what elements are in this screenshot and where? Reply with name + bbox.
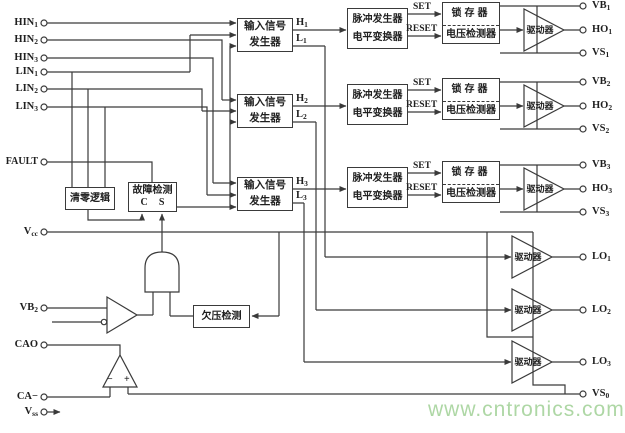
pin-label-lin1: LIN1 bbox=[15, 66, 38, 78]
pulse-generator-level-shifter-1: 脉冲发生器 电平变换器 bbox=[347, 8, 408, 49]
block-label: 输入信号 bbox=[244, 20, 286, 32]
block-label: 脉冲发生器 bbox=[352, 14, 403, 25]
driver-triangle-ho1 bbox=[523, 8, 566, 52]
arrow-wires bbox=[47, 11, 524, 415]
pin-label-vcc: Vcc bbox=[23, 226, 38, 238]
undervoltage-detector-block: 欠压检测 bbox=[193, 305, 250, 328]
comparator-plus-label: + bbox=[124, 374, 130, 385]
driver-label-lo3: 驱动器 bbox=[514, 357, 542, 367]
pin-label-fault: FAULT bbox=[5, 156, 38, 167]
pin-label-hin3: HIN3 bbox=[14, 52, 38, 64]
wire-label-h1: H1 bbox=[296, 17, 308, 29]
and-gate bbox=[144, 251, 180, 293]
input-signal-generator-2: 输入信号 发生器 bbox=[237, 94, 293, 128]
driver-triangles bbox=[100, 8, 566, 388]
power-rails bbox=[532, 6, 566, 394]
fault-s-input-label: S bbox=[158, 196, 165, 208]
inverting-bubble bbox=[100, 318, 108, 326]
driver-label-lo1: 驱动器 bbox=[514, 252, 542, 262]
reset-label-2: RESET bbox=[406, 100, 438, 110]
driver-label-ho2: 驱动器 bbox=[526, 101, 554, 111]
reset-label-3: RESET bbox=[406, 183, 438, 193]
block-label: 脉冲发生器 bbox=[352, 90, 403, 101]
wire-label-l2: L2 bbox=[296, 109, 307, 121]
pin-label-ho2: HO2 bbox=[592, 100, 613, 112]
wire-label-l3: L3 bbox=[296, 190, 307, 202]
clear-logic-block: 清零逻辑 bbox=[65, 187, 115, 210]
latch-voltage-detector-1: 锁存器 电压检测器 bbox=[442, 2, 500, 44]
set-label-1: SET bbox=[413, 2, 431, 12]
block-label: 脉冲发生器 bbox=[352, 173, 403, 184]
block-label: 发生器 bbox=[249, 36, 281, 48]
voltage-detector-label: 电压检测器 bbox=[446, 28, 496, 40]
latch-voltage-detector-3: 锁存器 电压检测器 bbox=[442, 161, 500, 203]
pin-label-vss: Vss bbox=[24, 406, 38, 418]
set-label-2: SET bbox=[413, 78, 431, 88]
comparator-vb2-triangle bbox=[106, 295, 139, 335]
pin-label-lo1: LO1 bbox=[592, 251, 611, 263]
comparator-minus-label: − bbox=[107, 374, 113, 385]
watermark-text: www.cntronics.com bbox=[428, 398, 625, 421]
pin-label-vb3: VB3 bbox=[592, 159, 611, 171]
wire-label-h3: H3 bbox=[296, 176, 308, 188]
latch-label: 锁存器 bbox=[443, 3, 499, 26]
pin-terminals bbox=[40, 2, 587, 416]
block-label: 故障检测 bbox=[132, 185, 173, 196]
fault-detector-block: 故障检测 C S bbox=[128, 182, 177, 212]
pin-label-vb2: VB2 bbox=[592, 76, 611, 88]
pin-label-vs0: VS0 bbox=[592, 388, 610, 400]
current-amp-triangle bbox=[102, 353, 138, 388]
pin-label-vb2-left: VB2 bbox=[19, 302, 38, 314]
driver-triangle-ho2 bbox=[523, 84, 566, 128]
block-label: 输入信号 bbox=[244, 96, 286, 108]
pin-label-vb1: VB1 bbox=[592, 0, 611, 12]
pin-label-lin3: LIN3 bbox=[15, 101, 38, 113]
driver-triangle-lo2 bbox=[511, 288, 554, 332]
block-label: 电平变换器 bbox=[352, 31, 403, 43]
pin-label-vs2: VS2 bbox=[592, 123, 610, 135]
driver-label-lo2: 驱动器 bbox=[514, 305, 542, 315]
pin-label-lo3: LO3 bbox=[592, 356, 611, 368]
pin-label-hin1: HIN1 bbox=[14, 17, 38, 29]
input-signal-generator-3: 输入信号 发生器 bbox=[237, 177, 293, 211]
fault-c-input-label: C bbox=[140, 196, 148, 208]
set-label-3: SET bbox=[413, 161, 431, 171]
pin-label-hin2: HIN2 bbox=[14, 34, 38, 46]
voltage-detector-label: 电压检测器 bbox=[446, 187, 496, 199]
pin-label-lin2: LIN2 bbox=[15, 83, 38, 95]
pin-label-ho3: HO3 bbox=[592, 183, 613, 195]
driver-triangle-lo1 bbox=[511, 235, 554, 279]
block-label: 发生器 bbox=[249, 112, 281, 124]
block-label: 发生器 bbox=[249, 195, 281, 207]
driver-label-ho1: 驱动器 bbox=[526, 25, 554, 35]
pin-label-lo2: LO2 bbox=[592, 304, 611, 316]
pin-label-cao: CAO bbox=[14, 339, 38, 350]
latch-voltage-detector-2: 锁存器 电压检测器 bbox=[442, 78, 500, 120]
driver-triangle-lo3 bbox=[511, 340, 554, 384]
pulse-generator-level-shifter-2: 脉冲发生器 电平变换器 bbox=[347, 84, 408, 125]
pin-label-ca-minus: CA− bbox=[16, 391, 38, 402]
latch-label: 锁存器 bbox=[443, 79, 499, 102]
input-signal-generator-1: 输入信号 发生器 bbox=[237, 18, 293, 52]
block-label: 电平变换器 bbox=[352, 190, 403, 202]
wire-label-h2: H2 bbox=[296, 93, 308, 105]
voltage-detector-label: 电压检测器 bbox=[446, 104, 496, 116]
driver-triangle-ho3 bbox=[523, 167, 566, 211]
block-label: 电平变换器 bbox=[352, 107, 403, 119]
pin-label-ho1: HO1 bbox=[592, 24, 613, 36]
pin-label-vs1: VS1 bbox=[592, 47, 610, 59]
driver-label-ho3: 驱动器 bbox=[526, 184, 554, 194]
pulse-generator-level-shifter-3: 脉冲发生器 电平变换器 bbox=[347, 167, 408, 208]
latch-label: 锁存器 bbox=[443, 162, 499, 185]
block-label: 输入信号 bbox=[244, 179, 286, 191]
reset-label-1: RESET bbox=[406, 24, 438, 34]
wires bbox=[47, 5, 583, 398]
block-label: 清零逻辑 bbox=[70, 192, 110, 204]
pin-label-vs3: VS3 bbox=[592, 206, 610, 218]
wire-label-l1: L1 bbox=[296, 33, 307, 45]
block-label: 欠压检测 bbox=[201, 310, 242, 322]
